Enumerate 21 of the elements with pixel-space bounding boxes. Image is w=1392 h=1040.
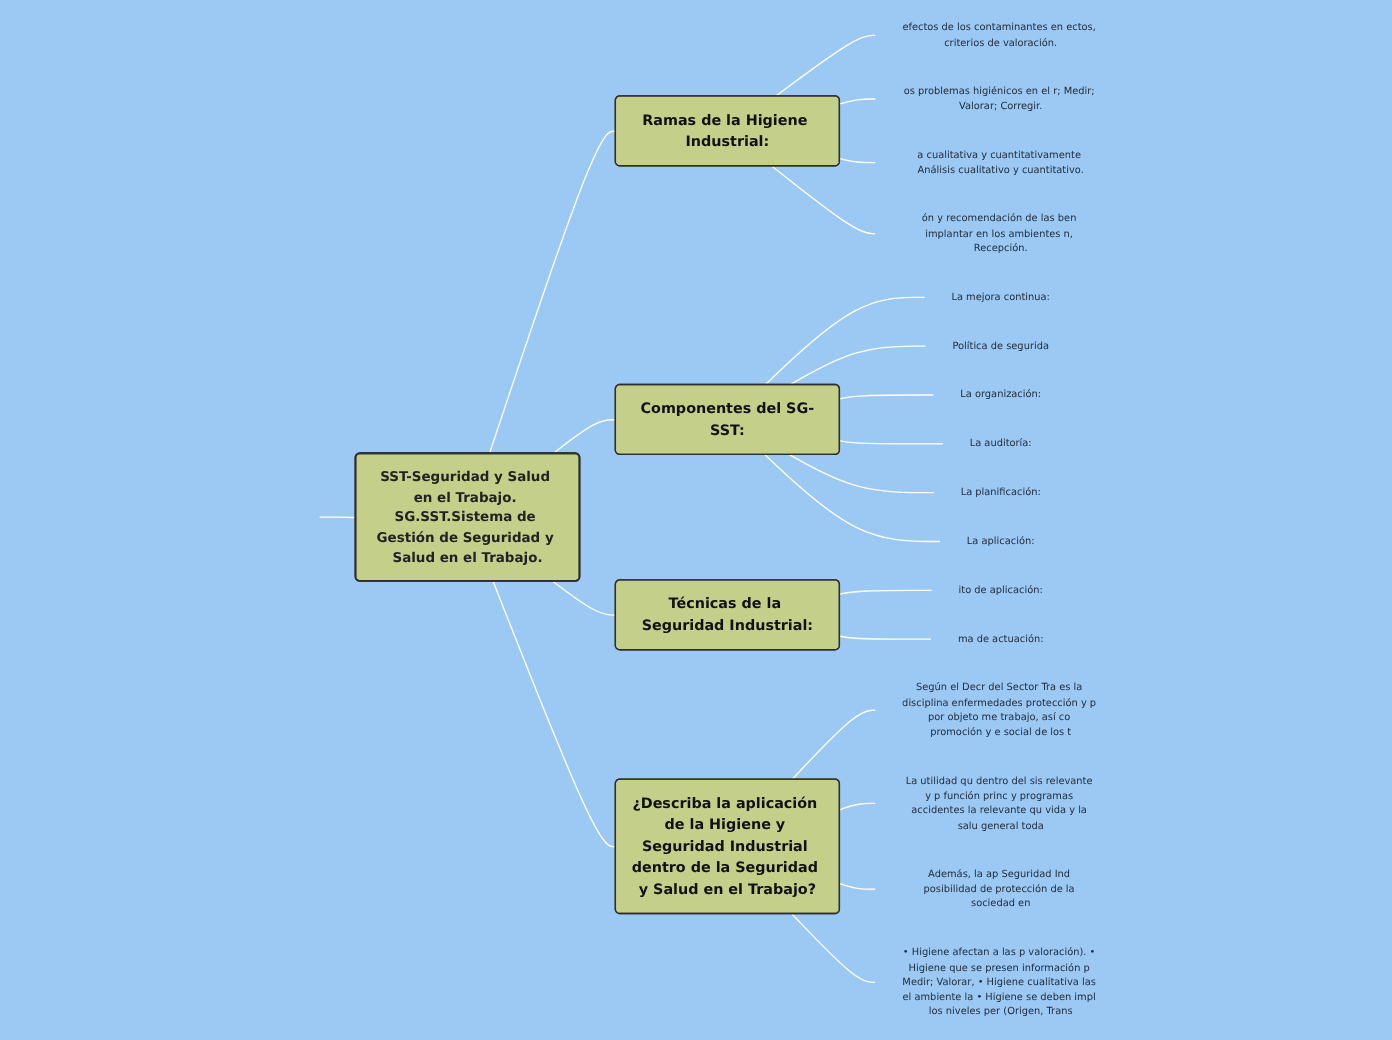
connector <box>839 158 876 164</box>
connector <box>839 98 876 105</box>
connector <box>771 165 876 235</box>
connector <box>839 635 932 640</box>
connector <box>774 34 876 97</box>
connector <box>764 296 926 386</box>
connector <box>552 419 617 455</box>
connector <box>839 802 876 811</box>
connector <box>839 589 933 595</box>
connector <box>839 440 944 445</box>
connector <box>492 580 617 848</box>
connector <box>839 883 876 890</box>
connector <box>764 454 941 543</box>
connector <box>839 394 935 400</box>
connector <box>318 516 357 519</box>
connector <box>552 580 617 616</box>
connector <box>488 130 617 455</box>
connector <box>789 454 935 494</box>
connector <box>791 709 876 781</box>
connector <box>791 913 876 984</box>
connector <box>789 345 927 386</box>
